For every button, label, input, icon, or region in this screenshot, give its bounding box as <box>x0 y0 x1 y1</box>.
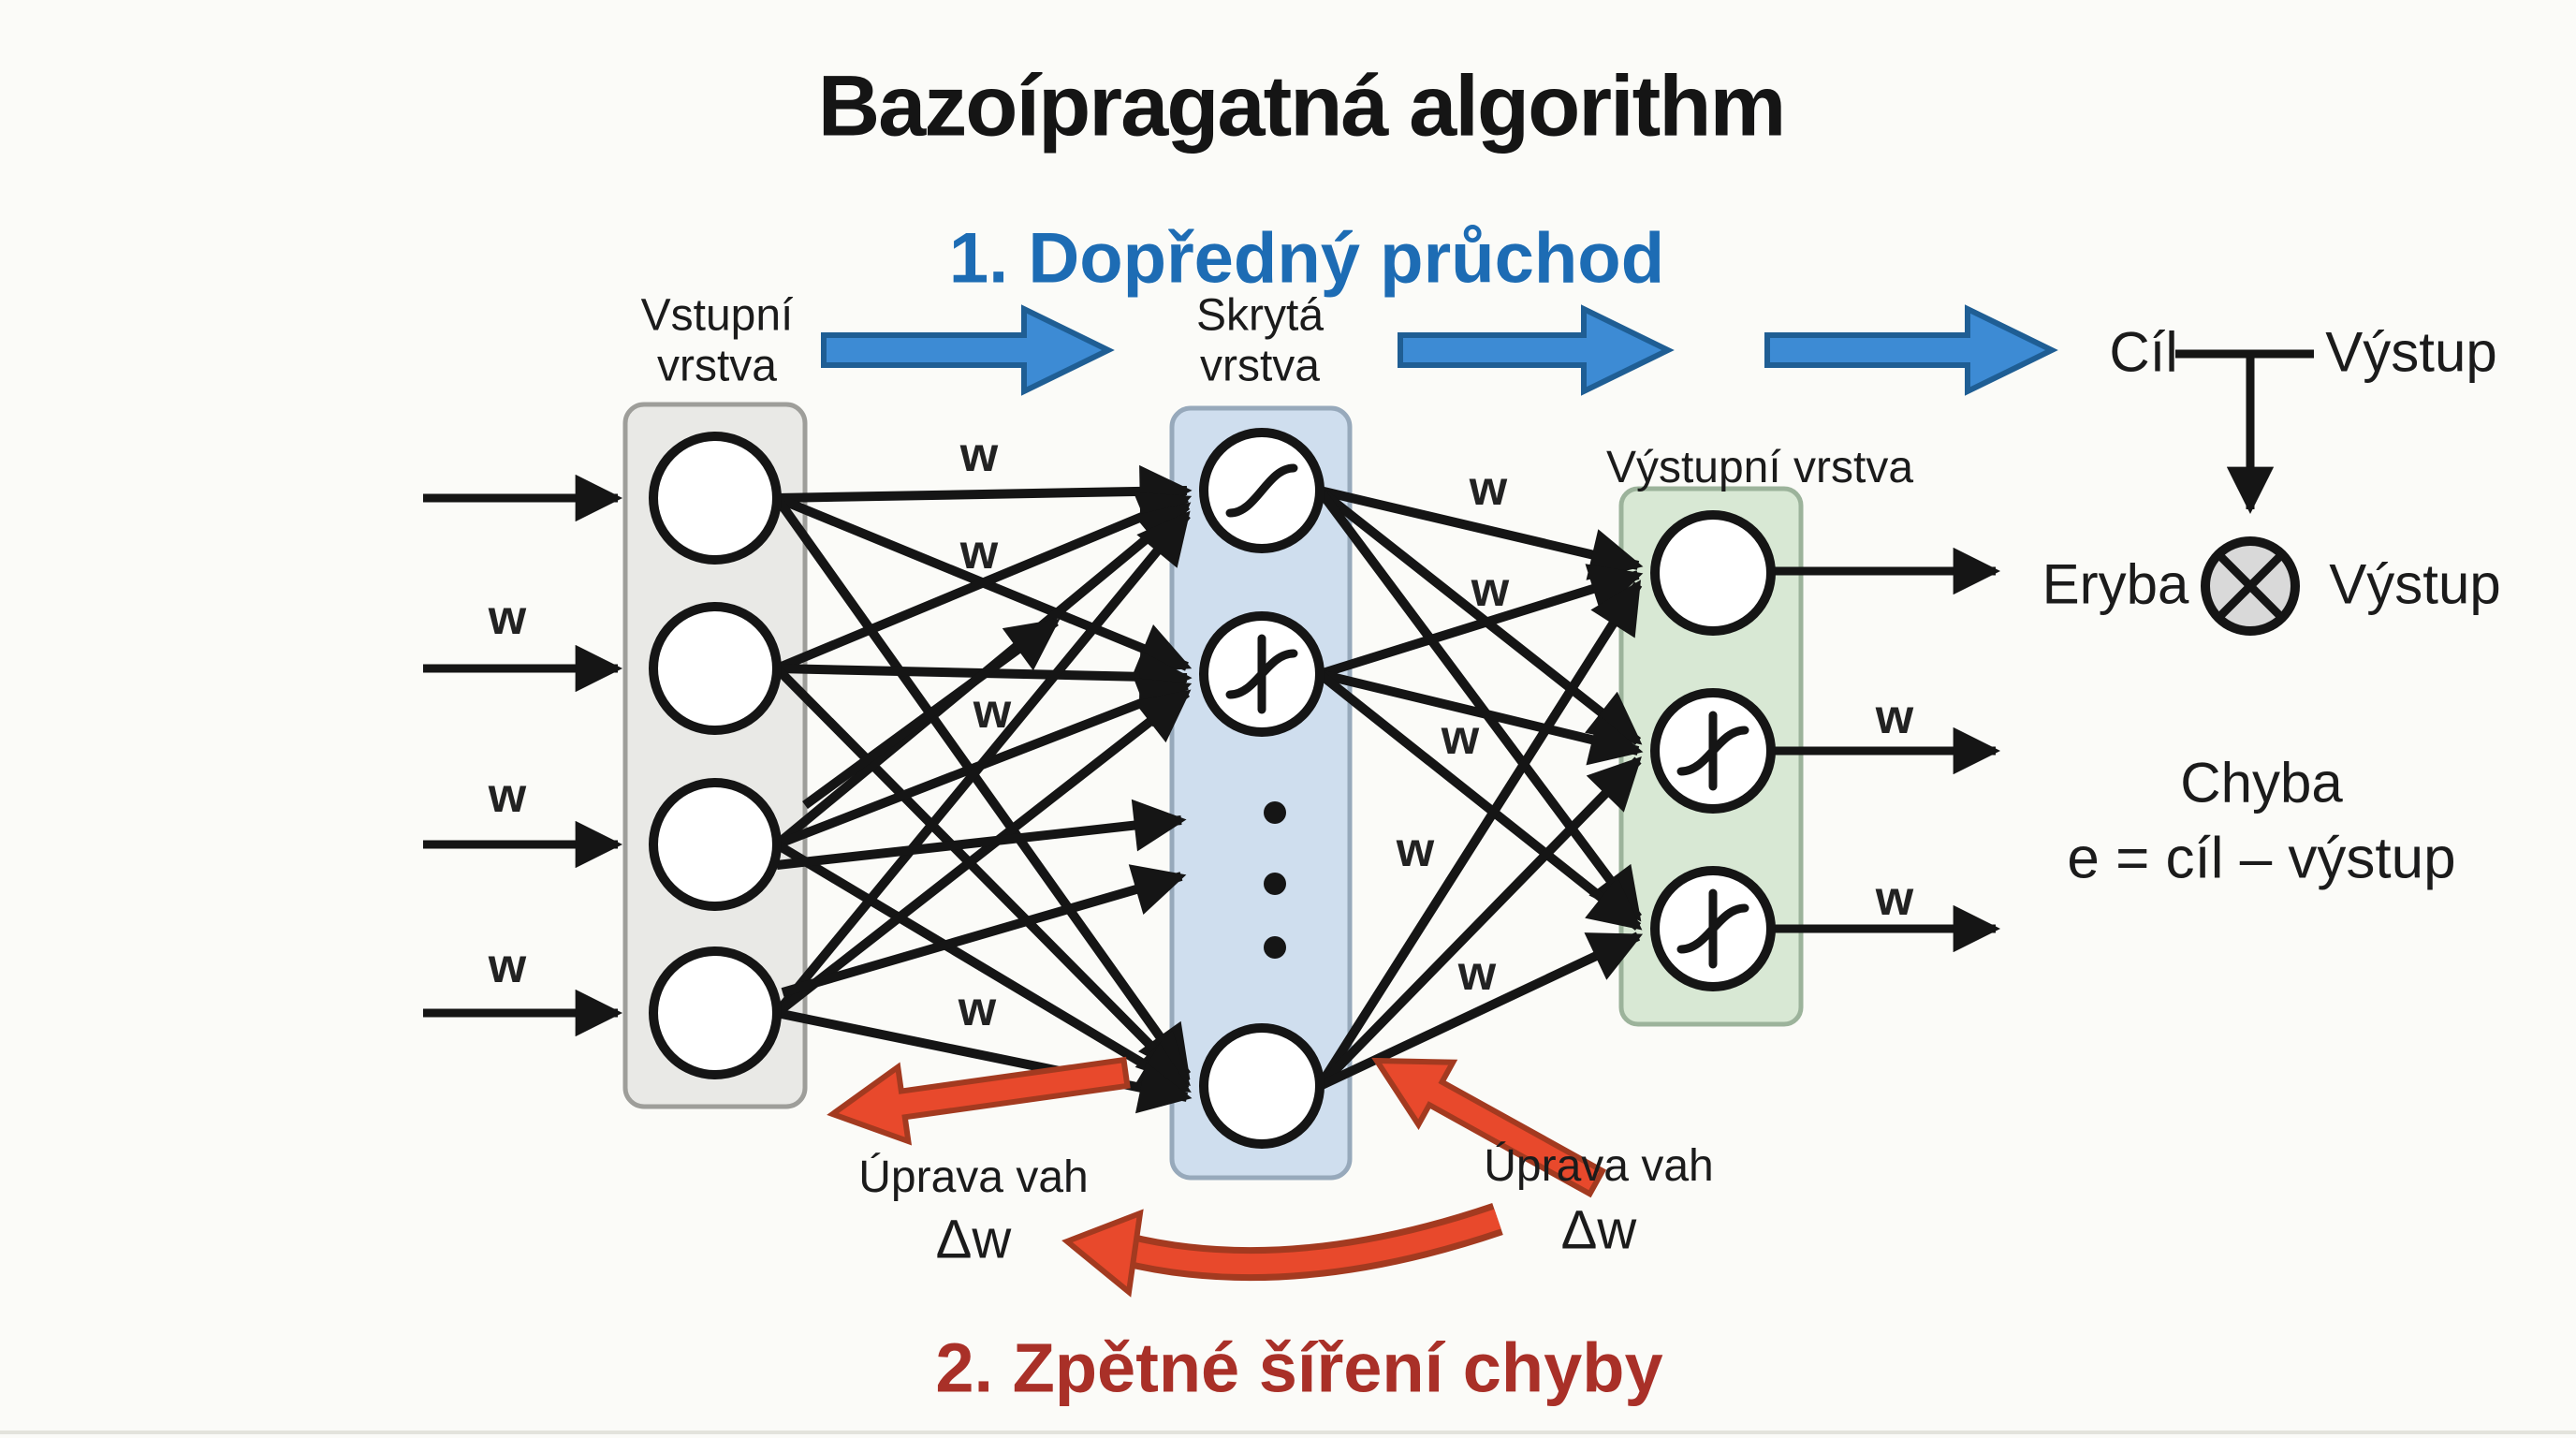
input-arrows <box>423 474 623 1037</box>
update-weights-label-right: Úprava vah <box>1484 1141 1714 1193</box>
connection-arrow <box>774 840 1192 1094</box>
backward-arrow-icon <box>1371 1057 1607 1198</box>
input-layer-label-line2: vrstva <box>656 341 778 391</box>
connection-arrow-to-dots <box>781 864 1187 997</box>
target-label: Cíl <box>2109 322 2178 385</box>
delta-w-label-left: Δw <box>935 1211 1012 1271</box>
hidden-layer-label-line2: vrstva <box>1199 341 1321 391</box>
weight-label: w <box>1875 869 1914 926</box>
forward-arrow-icon <box>1764 304 2058 396</box>
hidden-output-connections <box>1315 486 1644 1091</box>
sigmoid-curve-icon <box>1225 463 1298 518</box>
weight-label: w <box>1471 560 1510 617</box>
weight-label: w <box>1396 820 1435 877</box>
ellipsis-dot <box>1264 873 1286 895</box>
connection-arrow <box>1316 756 1642 1090</box>
tanh-curve-icon <box>1225 634 1298 714</box>
weight-label: w <box>1875 687 1914 744</box>
output-arrows <box>1771 547 2001 953</box>
weight-label: w <box>1469 459 1508 516</box>
weight-label: w <box>1457 944 1497 1001</box>
weight-label: w <box>959 522 999 580</box>
delta-w-label-right: Δw <box>1560 1201 1637 1262</box>
hidden-layer-label-line1: Skrytá <box>1195 290 1325 342</box>
backward-curved-arrowhead-icon <box>1061 1209 1144 1298</box>
forward-arrow-icon <box>821 304 1115 396</box>
input-node <box>649 778 782 911</box>
input-layer-label-line1: Vstupní <box>640 290 794 342</box>
input-layer-label: Vstupní vrstva <box>640 290 794 393</box>
connection-arrow <box>776 464 1193 518</box>
backward-curved-arrow <box>1120 1209 1501 1275</box>
error-junction-right-label: Výstup <box>2329 554 2501 617</box>
backward-arrows <box>827 1056 1607 1298</box>
weight-label: w <box>488 588 527 645</box>
tanh-curve-icon <box>1676 888 1749 969</box>
weight-label: w <box>488 936 527 993</box>
input-nodes <box>649 432 782 1079</box>
input-layer-box <box>622 402 808 1109</box>
connection-arrow <box>772 495 1192 1079</box>
connection-arrow <box>1315 488 1643 922</box>
connection-arrow <box>773 665 1191 1086</box>
error-junction-left-label: Eryba <box>2042 554 2189 617</box>
forward-arrows <box>821 304 2058 396</box>
input-node <box>649 602 782 735</box>
output-node-plain <box>1650 510 1776 636</box>
ellipsis-dot <box>1264 801 1286 824</box>
connection-arrow <box>773 689 1192 1017</box>
weight-label: w <box>488 766 527 823</box>
forward-arrow-icon <box>1398 304 1675 396</box>
page-title: Bazoípragatná algorithm <box>817 56 1787 154</box>
forward-phase-label: 1. Dopředný průchod <box>948 220 1665 300</box>
backward-phase-label: 2. Zpětné šíření chyby <box>935 1329 1663 1407</box>
hidden-layer-box <box>1169 405 1353 1181</box>
connection-arrow-to-dots <box>776 799 1187 870</box>
connection-arrow <box>775 492 1193 673</box>
connection-arrow-partial <box>802 617 1061 810</box>
hidden-nodes <box>1199 428 1325 1149</box>
input-hidden-connections <box>772 464 1193 1114</box>
connection-arrow <box>1315 580 1643 1089</box>
output-nodes <box>1650 510 1776 991</box>
error-formula: e = cíl – výstup <box>2067 825 2456 891</box>
connection-arrow <box>1318 564 1644 679</box>
update-weights-label-left: Úprava vah <box>858 1152 1089 1204</box>
ellipsis-dot <box>1264 936 1286 959</box>
connection-arrow <box>1318 669 1644 766</box>
connection-arrow <box>1318 486 1644 580</box>
connection-arrow <box>1316 487 1643 745</box>
weight-label: w <box>958 979 997 1036</box>
weight-label: w <box>1441 708 1480 765</box>
connection-arrow <box>1317 932 1644 1091</box>
connection-arrow <box>773 510 1191 1017</box>
input-node <box>649 946 782 1079</box>
weight-label: w <box>959 425 999 482</box>
tanh-curve-icon <box>1676 711 1749 791</box>
output-layer-label: Výstupní vrstva <box>1605 443 1914 494</box>
error-title: Chyba <box>2180 753 2343 815</box>
backward-arrow-icon <box>827 1056 1131 1146</box>
bottom-edge-line <box>0 1431 2576 1434</box>
target-output-junction <box>2175 349 2314 636</box>
hidden-node-plain <box>1199 1023 1325 1149</box>
weight-label: w <box>973 682 1012 739</box>
connection-arrow <box>1316 670 1643 931</box>
output-value-label: Výstup <box>2325 322 2497 385</box>
input-node <box>649 432 782 565</box>
hidden-layer-label: Skrytá vrstva <box>1195 290 1325 393</box>
error-comparator-x <box>2215 550 2286 622</box>
